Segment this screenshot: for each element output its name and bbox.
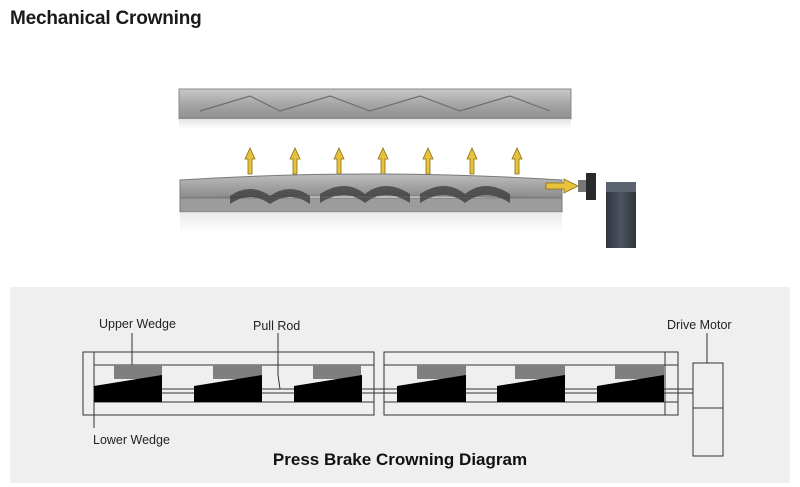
page-title: Mechanical Crowning	[10, 8, 202, 29]
drive-motor	[692, 362, 724, 457]
arrow-up-icon	[244, 147, 256, 175]
arrow-up-icon	[422, 147, 434, 175]
arrow-up-icon	[289, 147, 301, 175]
label-pull-rod: Pull Rod	[253, 319, 301, 333]
diagram-caption: Press Brake Crowning Diagram	[272, 450, 528, 469]
upper-wedge	[114, 365, 162, 379]
lower-wedge	[194, 375, 262, 402]
upper-wedge	[515, 365, 565, 379]
drive-motor-icon	[578, 173, 636, 248]
crowning-diagram: Upper Wedge Pull Rod Drive Motor Lower W…	[10, 287, 790, 483]
leader-lines	[93, 333, 708, 428]
diagram-schematic	[82, 333, 724, 457]
lower-wedge	[294, 375, 362, 402]
pull-rod	[94, 388, 693, 394]
crowning-arrows	[244, 147, 523, 175]
lower-wedge-table	[179, 173, 563, 234]
label-lower-wedge: Lower Wedge	[93, 433, 170, 447]
lower-wedge	[497, 375, 565, 402]
lower-wedges	[94, 375, 664, 402]
arrow-up-icon	[466, 147, 478, 175]
label-upper-wedge: Upper Wedge	[99, 317, 176, 331]
arrow-up-icon	[377, 147, 389, 175]
upper-wedge	[615, 365, 664, 379]
crowning-illustration	[178, 88, 636, 248]
upper-wedge	[213, 365, 262, 379]
drive-arrow-icon	[545, 178, 579, 194]
upper-wedges	[114, 365, 664, 379]
upper-wedge	[417, 365, 466, 379]
lower-wedge	[597, 375, 664, 402]
upper-beam	[178, 88, 572, 129]
upper-wedge	[313, 365, 361, 379]
arrow-up-icon	[511, 147, 523, 175]
arrow-up-icon	[333, 147, 345, 175]
lower-wedge	[397, 375, 466, 402]
label-drive-motor: Drive Motor	[667, 318, 732, 332]
lower-wedge	[94, 375, 162, 402]
